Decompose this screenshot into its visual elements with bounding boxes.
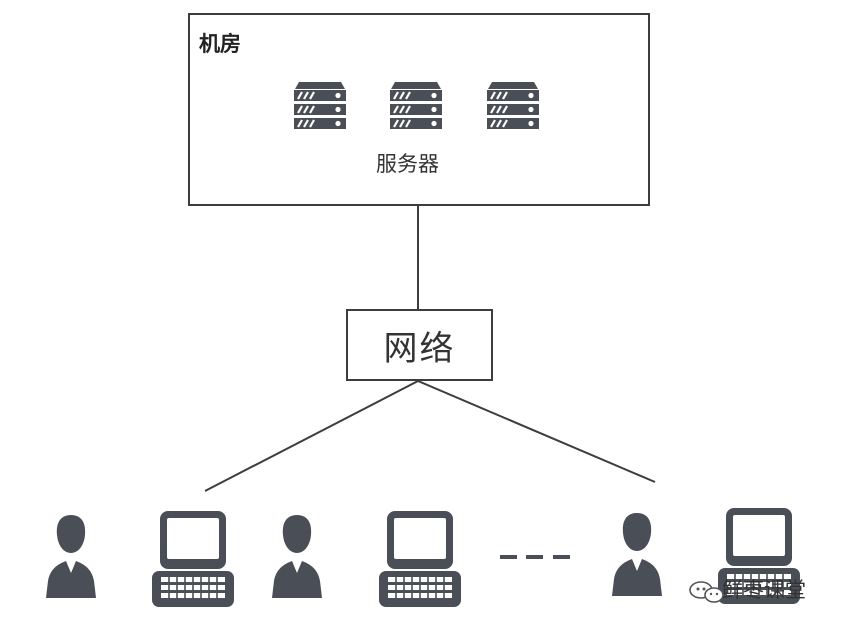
watermark-text: 鲜枣课堂	[722, 578, 806, 602]
computer-icon	[378, 510, 462, 608]
network-label: 网络	[383, 328, 456, 369]
server-room-title: 机房	[199, 32, 241, 56]
server-room-box	[188, 13, 650, 206]
network-box: 网络	[346, 309, 493, 381]
network-right-link	[417, 380, 656, 483]
network-left-link	[204, 380, 419, 492]
server-label: 服务器	[376, 152, 439, 176]
watermark-logo-icon	[689, 581, 724, 603]
person-icon	[46, 515, 96, 598]
person-icon	[272, 515, 322, 598]
computer-icon	[151, 510, 235, 608]
ellipsis-dashes	[500, 555, 570, 559]
person-icon	[612, 513, 662, 596]
